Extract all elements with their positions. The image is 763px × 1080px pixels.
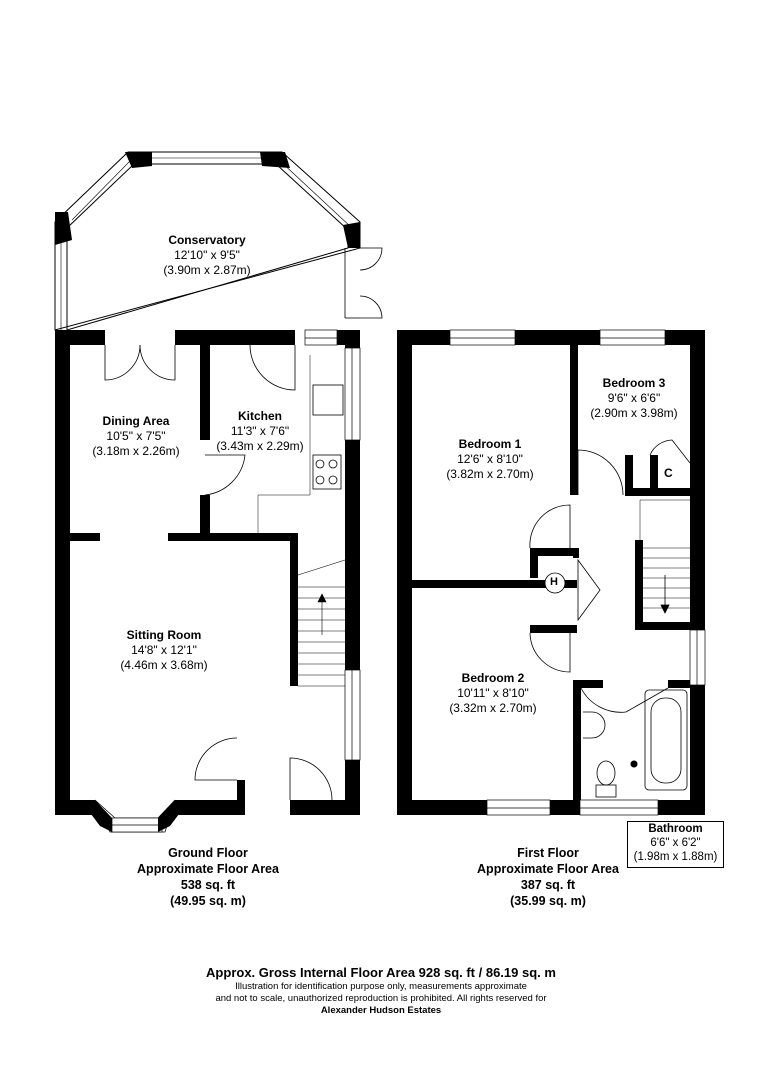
room-imperial: 14'8" x 12'1" xyxy=(131,643,197,657)
room-imperial: 10'5" x 7'5" xyxy=(106,429,166,443)
heater-symbol: H xyxy=(550,576,558,588)
room-bedroom-2: Bedroom 2 10'11" x 8'10" (3.32m x 2.70m) xyxy=(449,671,536,716)
room-metric: (3.32m x 2.70m) xyxy=(449,701,537,715)
ground-floor-windows xyxy=(94,329,361,833)
room-metric: (4.46m x 3.68m) xyxy=(120,658,208,672)
room-name: Bathroom xyxy=(648,823,703,835)
room-name: Bedroom 1 xyxy=(458,437,522,451)
footer: Approx. Gross Internal Floor Area 928 sq… xyxy=(206,965,556,1017)
room-metric: (2.90m x 3.98m) xyxy=(590,406,678,420)
conservatory-french-doors xyxy=(344,247,383,319)
room-metric: (1.98m x 1.88m) xyxy=(633,851,718,863)
room-imperial: 6'6" x 6'2" xyxy=(650,837,701,849)
gross-area: Approx. Gross Internal Floor Area 928 sq… xyxy=(206,965,556,980)
room-imperial: 12'6" x 8'10" xyxy=(457,452,523,466)
room-metric: (3.82m x 2.70m) xyxy=(446,467,534,481)
first-floor-area: First Floor Approximate Floor Area 387 s… xyxy=(477,845,619,909)
bay-posts xyxy=(88,800,182,832)
ground-floor-area: Ground Floor Approximate Floor Area 538 … xyxy=(137,845,279,909)
room-imperial: 9'6" x 6'6" xyxy=(607,391,661,405)
room-imperial: 10'11" x 8'10" xyxy=(457,686,529,700)
room-name: Bedroom 3 xyxy=(602,376,666,390)
first-floor-walls xyxy=(397,330,705,815)
cupboard-symbol: C xyxy=(664,466,673,480)
room-name: Dining Area xyxy=(102,414,170,428)
room-bathroom: Bathroom 6'6" x 6'2" (1.98m x 1.88m) xyxy=(627,821,724,868)
room-imperial: 11'3" x 7'6" xyxy=(230,424,290,438)
floor-sqft: 538 sq. ft xyxy=(180,878,236,892)
room-conservatory: Conservatory 12'10" x 9'5" (3.90m x 2.87… xyxy=(163,233,250,278)
ground-floor-walls xyxy=(55,330,360,815)
room-name: Sitting Room xyxy=(126,628,202,642)
room-bedroom-1: Bedroom 1 12'6" x 8'10" (3.82m x 2.70m) xyxy=(446,437,533,482)
room-sitting-room: Sitting Room 14'8" x 12'1" (4.46m x 3.68… xyxy=(120,628,207,673)
room-name: Conservatory xyxy=(168,233,246,247)
ground-floor-doors xyxy=(104,344,344,801)
room-dining-area: Dining Area 10'5" x 7'5" (3.18m x 2.26m) xyxy=(92,414,179,459)
room-name: Bedroom 2 xyxy=(461,671,525,685)
room-imperial: 12'10" x 9'5" xyxy=(174,248,240,262)
room-metric: (3.18m x 2.26m) xyxy=(92,444,180,458)
disclaimer-line-2: and not to scale, unauthorized reproduct… xyxy=(215,993,547,1004)
room-kitchen: Kitchen 11'3" x 7'6" (3.43m x 2.29m) xyxy=(216,409,303,454)
conservatory-posts xyxy=(55,152,360,248)
room-metric: (3.90m x 2.87m) xyxy=(163,263,251,277)
floor-label: Approximate Floor Area xyxy=(137,862,279,876)
room-bedroom-3: Bedroom 3 9'6" x 6'6" (2.90m x 3.98m) xyxy=(590,376,677,421)
room-name: Kitchen xyxy=(237,409,282,423)
first-floor-windows xyxy=(449,329,706,816)
floor-name: First Floor xyxy=(517,846,579,860)
floor-sqm: (35.99 sq. m) xyxy=(510,894,586,908)
floor-sqm: (49.95 sq. m) xyxy=(170,894,246,908)
ground-stairs xyxy=(297,559,346,687)
disclaimer-line-1: Illustration for identification purpose … xyxy=(235,981,527,992)
floor-label: Approximate Floor Area xyxy=(477,862,619,876)
floor-sqft: 387 sq. ft xyxy=(520,878,576,892)
floor-name: Ground Floor xyxy=(168,846,248,860)
first-floor-fixtures xyxy=(529,439,691,798)
room-metric: (3.43m x 2.29m) xyxy=(216,439,304,453)
company-name: Alexander Hudson Estates xyxy=(320,1005,442,1016)
bathroom-light-point xyxy=(630,760,638,768)
